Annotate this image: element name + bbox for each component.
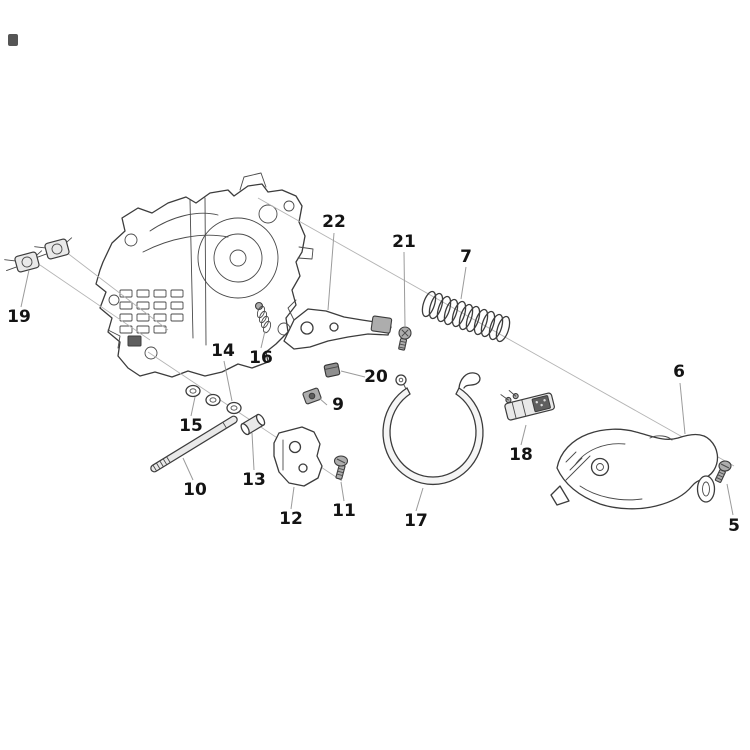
part-17-brake-band [382, 372, 484, 485]
part-5-screw [714, 460, 732, 483]
part-7-coil-spring [421, 290, 511, 343]
part-label-17: 17 [404, 511, 428, 531]
part-label-12: 12 [279, 509, 303, 529]
part-20-cap-nut [323, 362, 341, 378]
part-label-10: 10 [183, 480, 207, 500]
part-label-16: 16 [249, 348, 273, 368]
part-label-13: 13 [242, 470, 266, 490]
part-10-rod [150, 415, 238, 473]
part-label-18: 18 [509, 445, 533, 465]
part-label-9: 9 [332, 395, 344, 415]
part-6-hand-guard [550, 428, 719, 510]
leader-lines [20, 232, 734, 516]
part-12-bracket [273, 426, 323, 487]
part-15-washers [185, 384, 221, 407]
callout-labels: 5 6 7 9 10 11 12 13 14 15 16 17 18 19 20… [7, 212, 740, 536]
part-label-14: 14 [211, 341, 235, 361]
housing-louvers [119, 289, 184, 334]
part-label-15: 15 [179, 416, 203, 436]
part-label-20: 20 [364, 367, 388, 387]
part-label-5: 5 [728, 516, 740, 536]
part-18-anchor-block [500, 390, 555, 421]
part-label-22: 22 [322, 212, 346, 232]
part-label-6: 6 [673, 362, 685, 382]
corner-mark-icon [8, 34, 18, 46]
part-11-screw [333, 455, 349, 480]
part-label-19: 19 [7, 307, 31, 327]
part-21-screw [398, 326, 412, 351]
part-label-7: 7 [460, 247, 472, 267]
part-13-bushing [240, 413, 266, 436]
crankcase-housing [95, 172, 314, 378]
part-14-washer [226, 401, 242, 415]
part-label-11: 11 [332, 501, 356, 521]
part-label-21: 21 [392, 232, 416, 252]
part-19-switch-contacts [4, 237, 73, 273]
part-9-nut [302, 387, 322, 405]
part-22-brake-lever [283, 299, 393, 350]
